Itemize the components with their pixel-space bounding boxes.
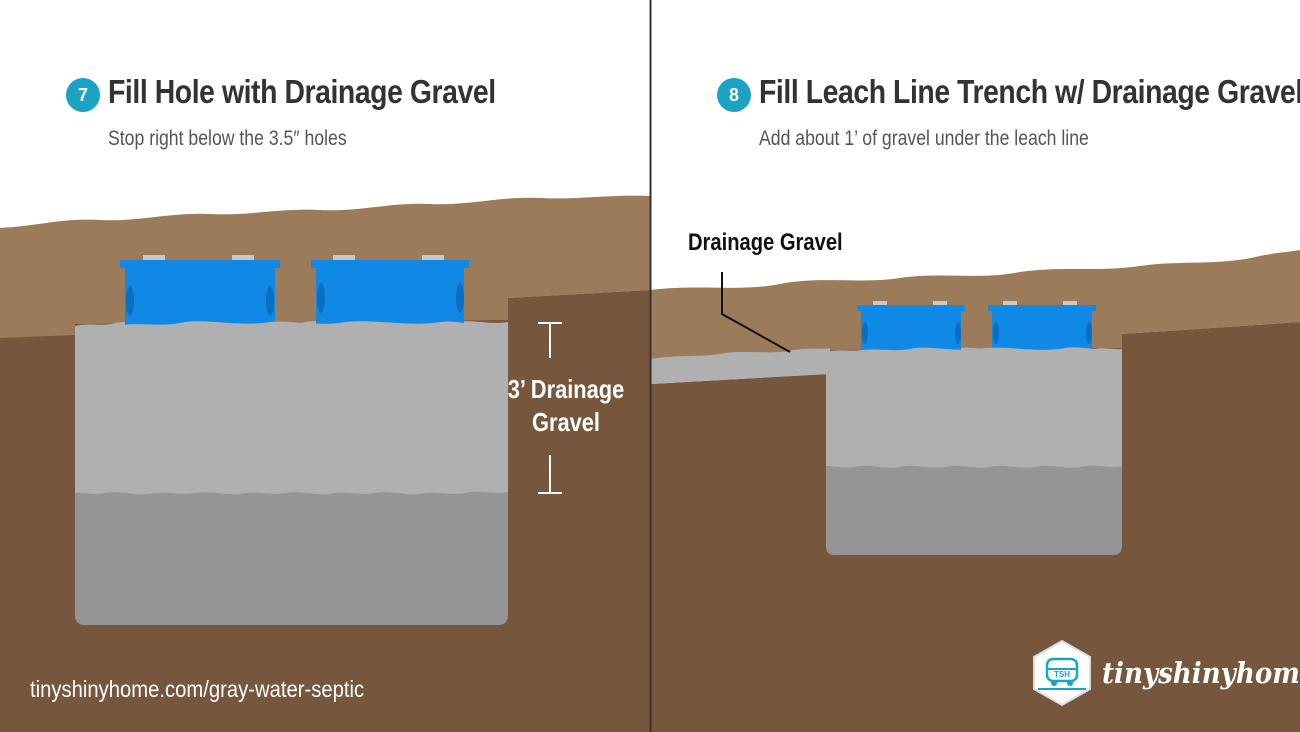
tank-port [993, 322, 999, 344]
tank-right-2 [988, 301, 1096, 352]
panel-right-ground [651, 250, 1300, 732]
step-7-subtitle: Stop right below the 3.5″ holes [108, 127, 347, 150]
callout-leader-line [721, 272, 791, 353]
tank-rim [988, 305, 1096, 311]
tank-cap [1003, 301, 1017, 307]
tank-left-1 [120, 255, 280, 326]
tank-body [992, 310, 1092, 352]
tank-port [456, 283, 464, 313]
tank-cap [422, 255, 444, 263]
tank-port [955, 322, 961, 344]
gravel-depth-label-line2: Gravel [531, 407, 600, 437]
hole-gravel-light [75, 320, 508, 495]
tank-cap [1063, 301, 1077, 307]
tank-port [862, 322, 868, 344]
tank-left-2 [311, 255, 469, 326]
leach-gravel-strip [651, 348, 830, 384]
tank-cap [143, 255, 165, 263]
tank-rim [120, 260, 280, 268]
trench-gravel-dark [826, 463, 1122, 555]
trench-gravel-light [826, 347, 1122, 468]
tank-port [266, 286, 274, 316]
gravel-depth-label-line1: 3’ Drainage [507, 374, 625, 404]
brand-wordmark: tinyshinyhome [1102, 656, 1300, 690]
tank-cap [873, 301, 887, 307]
gravel-fill-edge [118, 321, 475, 332]
tank-right-1 [857, 301, 965, 352]
drainage-gravel-callout: Drainage Gravel [688, 229, 843, 256]
tank-port [1086, 322, 1092, 344]
source-url: tinyshinyhome.com/gray-water-septic [30, 676, 365, 702]
topsoil-right [651, 250, 1300, 360]
tank-body [125, 266, 275, 326]
step-8-subtitle: Add about 1’ of gravel under the leach l… [759, 127, 1089, 150]
gravel-depth-label: 3’ Drainage Gravel [507, 373, 625, 439]
hole-gravel-dark [75, 490, 508, 625]
step-8-title: Fill Leach Line Trench w/ Drainage Grave… [759, 73, 1300, 110]
tank-port [317, 283, 325, 313]
panel-left-ground [0, 195, 650, 732]
tank-rim [311, 260, 469, 268]
tank-rim [857, 305, 965, 311]
tank-body [316, 266, 464, 326]
tank-port [126, 286, 134, 316]
step-7-title: Fill Hole with Drainage Gravel [108, 73, 496, 110]
step-7-badge: 7 [66, 78, 100, 112]
dimension-marker [538, 322, 562, 494]
step-8-badge: 8 [717, 78, 751, 112]
logo-badge-text: TSH [1054, 670, 1070, 679]
tank-cap [333, 255, 355, 263]
tank-body [861, 310, 961, 352]
gravel-fill-edge [855, 347, 1100, 356]
tank-cap [933, 301, 947, 307]
tank-cap [232, 255, 254, 263]
hexagon-bus-logo-icon: TSH [1033, 639, 1091, 707]
